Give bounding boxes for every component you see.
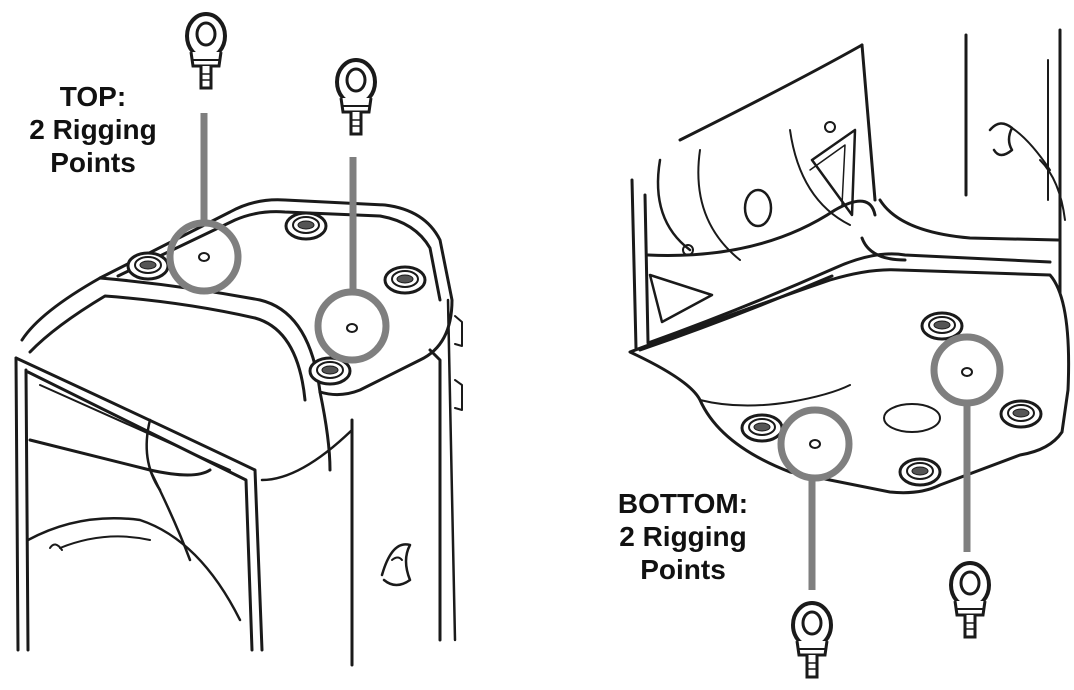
top-rigging-holes xyxy=(198,252,358,333)
top-label-line1: 2 Rigging xyxy=(29,114,157,145)
top-rigging-label: TOP: 2 Rigging Points xyxy=(8,80,178,179)
top-label-line2: Points xyxy=(50,147,136,178)
bottom-label-line1: 2 Rigging xyxy=(619,521,747,552)
bottom-eyebolt-icon-2 xyxy=(791,601,833,679)
top-label-heading: TOP: xyxy=(59,81,127,112)
bottom-rigging-holes xyxy=(809,367,973,449)
speaker-bottom-view xyxy=(628,28,1071,495)
top-eyebolt-icon-2 xyxy=(335,58,377,136)
bottom-rigging-callouts xyxy=(777,333,1004,590)
bottom-label-heading: BOTTOM: xyxy=(617,488,749,519)
top-eyebolt-icon-1 xyxy=(185,12,227,90)
bottom-eyebolt-icon-1 xyxy=(949,561,991,639)
bottom-rigging-label: BOTTOM: 2 Rigging Points xyxy=(588,487,778,586)
speaker-top-view xyxy=(14,198,463,667)
bottom-label-line2: Points xyxy=(640,554,726,585)
top-rigging-callouts xyxy=(166,113,390,364)
